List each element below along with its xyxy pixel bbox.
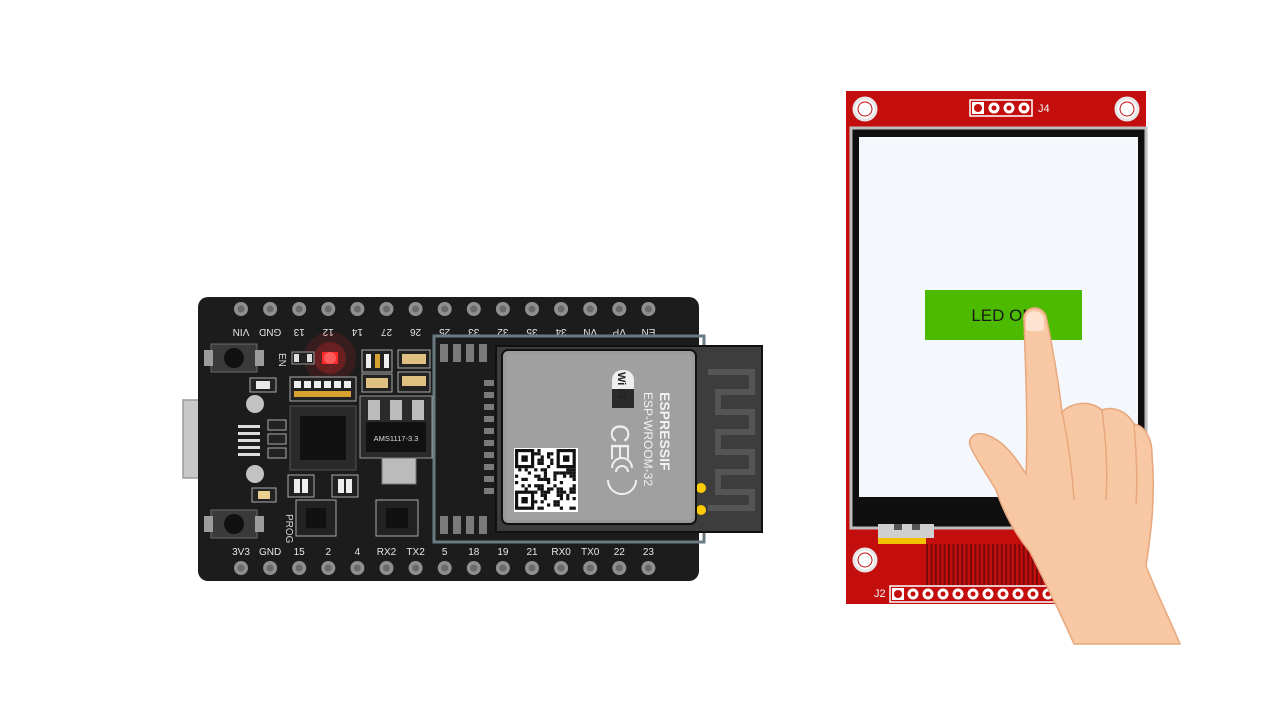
header-pin: 25: [437, 302, 452, 337]
ce-mark: CE: [605, 424, 635, 460]
en-button[interactable]: [204, 343, 264, 373]
j4-label: J4: [1038, 103, 1050, 115]
wifi-label: Wi Fi: [615, 372, 627, 398]
header-pin: EN: [641, 302, 656, 337]
header-pin: RX2: [377, 547, 397, 575]
header-pin: GND: [259, 302, 281, 337]
usb-uart-chip: [289, 405, 357, 471]
j4-header: [969, 99, 1033, 117]
header-pin: 33: [466, 302, 481, 337]
flex-traces: [926, 544, 1047, 586]
module-brand: ESPRESSIF: [657, 392, 673, 471]
header-pin: 2: [321, 547, 336, 575]
smd-components: [249, 349, 431, 503]
header-pin: 35: [525, 302, 539, 337]
bottom-pin-label: 18: [468, 547, 480, 558]
header-pin: 13: [292, 302, 307, 337]
fingernail: [1026, 311, 1044, 332]
en-label: EN: [276, 353, 287, 367]
header-pin: RX0: [551, 547, 571, 575]
led-on-label: LED ON: [971, 306, 1034, 325]
top-pin-label: 35: [526, 326, 538, 337]
header-pin: VN: [583, 302, 598, 337]
rf-symbol-icon: [607, 457, 637, 495]
top-pin-label: 32: [497, 326, 509, 337]
bottom-pin-label: 5: [442, 547, 448, 558]
header-pin: GND: [259, 547, 281, 575]
bottom-pin-label: 19: [497, 547, 509, 558]
bottom-pin-row: 3V3 GND 15 2 4 RX2 TX2 5 18 19 21 RX0 TX0 22 23: [232, 547, 656, 575]
header-pin: 5: [437, 547, 452, 575]
header-pin: VP: [612, 302, 627, 337]
top-pin-row: VIN GND 13 12 14 27 26 25 33 32 35 34 VN VP EN: [233, 302, 656, 337]
smd-resistor: [291, 351, 315, 365]
transistors: [287, 474, 419, 537]
prog-label: PROG: [283, 514, 294, 544]
bottom-pin-label: 4: [355, 547, 361, 558]
bottom-pin-label: TX0: [581, 547, 600, 558]
top-pin-label: 12: [322, 326, 334, 337]
header-pin: 4: [350, 547, 365, 575]
top-pin-label: 34: [555, 326, 567, 337]
voltage-regulator: [359, 395, 433, 485]
bottom-pin-label: GND: [259, 547, 281, 558]
bottom-pin-label: RX2: [377, 547, 397, 558]
bottom-pin-label: 23: [643, 547, 655, 558]
header-pin: 19: [495, 547, 510, 575]
header-pin: 3V3: [232, 547, 250, 575]
header-pin: 15: [292, 547, 307, 575]
module-model: ESP-WROOM-32: [641, 392, 655, 486]
prog-button[interactable]: [204, 509, 264, 539]
bottom-pin-label: 2: [326, 547, 332, 558]
bottom-pin-label: 21: [526, 547, 538, 558]
module-pads: [440, 344, 494, 534]
flex-cable: [878, 524, 934, 544]
j2-label: J2: [874, 588, 886, 600]
header-pin: 34: [554, 302, 569, 337]
crystal-pins: [238, 419, 287, 459]
wifi-logo: [612, 370, 634, 408]
top-pin-label: 27: [381, 326, 393, 337]
header-pin: 18: [466, 547, 481, 575]
qr-code: [514, 448, 578, 512]
header-pin: 21: [525, 547, 539, 575]
top-pin-label: 26: [410, 326, 422, 337]
j2-header: [889, 585, 1069, 603]
top-pin-label: 13: [293, 326, 305, 337]
top-pin-label: 33: [468, 326, 480, 337]
top-pin-label: GND: [259, 326, 281, 337]
bottom-pin-label: 22: [614, 547, 626, 558]
pointing-hand: [968, 307, 1182, 645]
top-pin-label: VP: [612, 326, 626, 337]
top-pin-label: 14: [351, 326, 363, 337]
header-pin: TX0: [581, 547, 600, 575]
header-pin: 27: [379, 302, 394, 337]
header-pin: 22: [612, 547, 627, 575]
top-pin-label: VIN: [233, 326, 250, 337]
bottom-pin-label: TX2: [406, 547, 425, 558]
bottom-pin-label: 3V3: [232, 547, 250, 558]
bottom-pin-label: 15: [294, 547, 306, 558]
header-pin: 12: [321, 302, 336, 337]
top-pin-label: VN: [583, 326, 597, 337]
header-pin: 26: [408, 302, 423, 337]
header-pin: TX2: [406, 547, 425, 575]
header-pin: 32: [495, 302, 510, 337]
power-led: [304, 332, 356, 384]
top-pin-label: EN: [641, 326, 655, 337]
header-pin: VIN: [233, 302, 250, 337]
bottom-pin-label: RX0: [551, 547, 571, 558]
header-pin: 23: [641, 547, 656, 575]
regulator-label: AMS1117-3.3: [374, 434, 419, 443]
led-on-button[interactable]: [925, 290, 1082, 340]
top-pin-label: 25: [439, 326, 451, 337]
header-pin: 14: [350, 302, 365, 337]
